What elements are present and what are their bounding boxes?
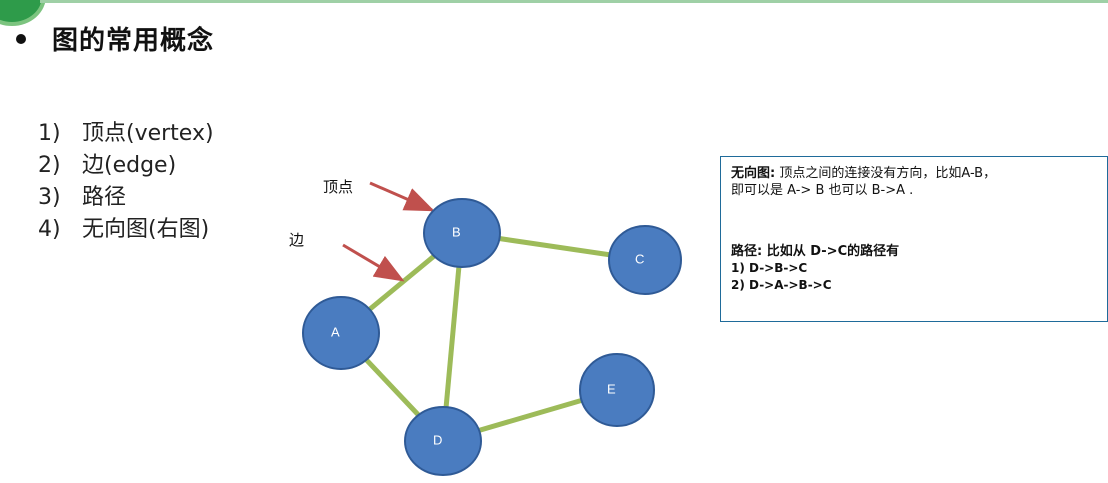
node-label-E: E (607, 381, 616, 396)
concept-item: 1) 顶点(vertex) (38, 118, 214, 150)
header-rule (40, 0, 1108, 3)
bullet-icon (16, 33, 26, 44)
node-D (404, 406, 482, 476)
node-A (302, 296, 380, 370)
node-label-A: A (331, 324, 340, 339)
concept-number: 2) (38, 153, 61, 178)
node-C (608, 225, 682, 295)
node-label-C: C (635, 251, 644, 266)
path-item: 2) D->A->B->C (731, 278, 832, 292)
concept-list: 1) 顶点(vertex) 2) 边(edge) 3) 路径 4) 无向图(右图) (38, 118, 214, 246)
concept-number: 1) (38, 121, 61, 146)
edge-arrow (342, 243, 405, 282)
concept-text: 无向图(右图) (82, 217, 210, 242)
node-label-D: D (433, 432, 442, 447)
concept-item: 3) 路径 (38, 182, 214, 214)
concept-number: 4) (38, 217, 61, 242)
concept-item: 4) 无向图(右图) (38, 214, 214, 246)
graph-nodes: A B C D E (302, 198, 682, 476)
concept-text: 路径 (82, 185, 127, 210)
node-B (423, 198, 501, 268)
concept-number: 3) (38, 185, 61, 210)
page-title: 图的常用概念 (52, 26, 215, 56)
undirected-heading: 无向图: (731, 166, 776, 181)
path-item: 1) D->B->C (731, 261, 808, 275)
concept-text: 边(edge) (82, 153, 177, 178)
node-E (579, 353, 655, 427)
node-label-B: B (452, 224, 461, 239)
undirected-text: 顶点之间的连接没有方向，比如A-B， (779, 166, 997, 181)
undirected-text-2: 即可以是 A-> B 也可以 B->A . (731, 183, 914, 198)
path-heading: 路径: 比如从 D->C的路径有 (731, 244, 900, 259)
vertex-annotation: 顶点 (323, 178, 354, 196)
title-row: 图的常用概念 (16, 20, 214, 57)
edge-annotation: 边 (289, 231, 305, 249)
concept-item: 2) 边(edge) (38, 150, 214, 182)
undirected-note: 无向图: 顶点之间的连接没有方向，比如A-B， 即可以是 A-> B 也可以 B… (731, 165, 1097, 199)
note-box: 无向图: 顶点之间的连接没有方向，比如A-B， 即可以是 A-> B 也可以 B… (720, 156, 1108, 322)
vertex-arrow (369, 181, 435, 212)
concept-text: 顶点(vertex) (82, 121, 214, 146)
